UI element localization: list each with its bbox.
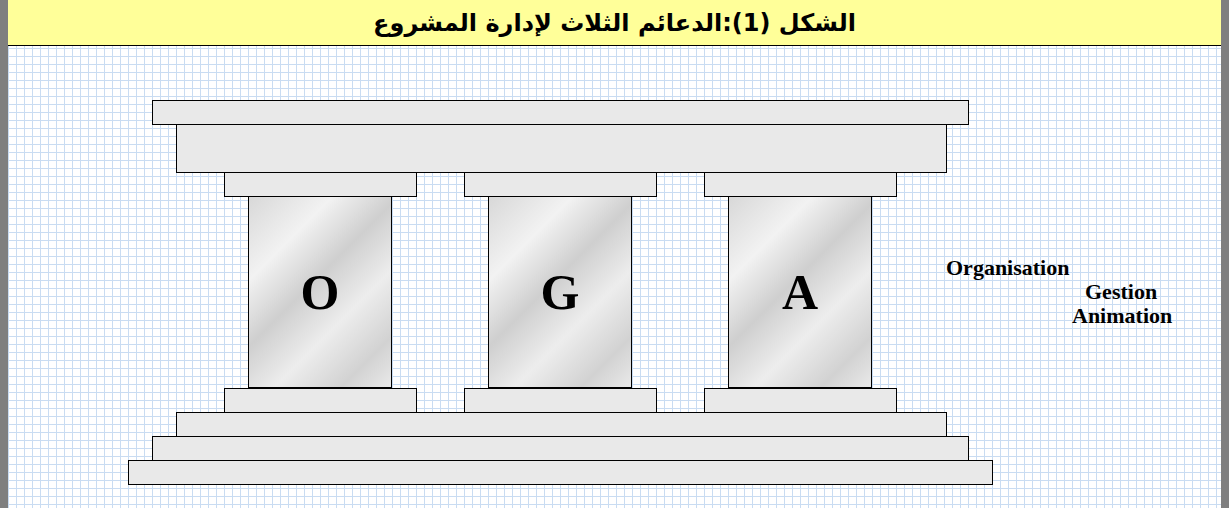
pillar-letter: O xyxy=(301,263,340,321)
figure-title: الشكل (1):الدعائم الثلاث لإدارة المشروع xyxy=(373,9,856,37)
title-band: الشكل (1):الدعائم الثلاث لإدارة المشروع xyxy=(8,0,1221,46)
pillar-name: Organisation xyxy=(946,255,1069,281)
pillar: O xyxy=(248,196,392,388)
pillar-name: Animation xyxy=(1072,303,1172,329)
pillar-letter: A xyxy=(782,263,818,321)
pillar: A xyxy=(728,196,872,388)
pillar-letter: G xyxy=(541,263,580,321)
pillar: G xyxy=(488,196,632,388)
grid-ground: الشكل (1):الدعائم الثلاث لإدارة المشروع … xyxy=(8,0,1221,508)
pillar-name: Gestion xyxy=(1085,279,1157,305)
